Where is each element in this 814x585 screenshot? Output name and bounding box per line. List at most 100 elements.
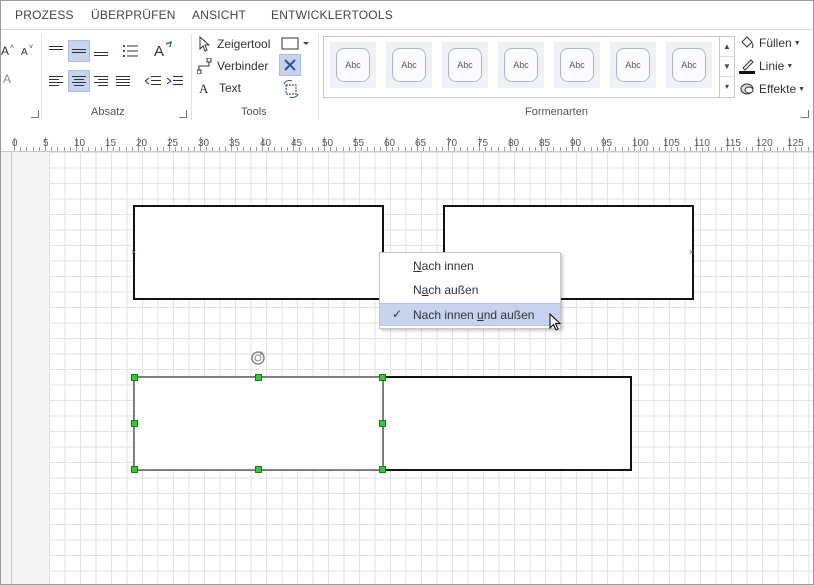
ruler-minor-tick: [373, 147, 375, 151]
gallery-scroll-down-icon[interactable]: ▼: [720, 57, 734, 77]
shape-style-thumb-2[interactable]: Abc: [386, 42, 432, 88]
fill-dropdown-button[interactable]: Füllen ▼: [739, 33, 809, 53]
chevron-down-icon: ▼: [786, 62, 794, 70]
text-tool-button[interactable]: A Text: [197, 78, 277, 98]
ruler-label: 85: [539, 138, 551, 149]
ruler-major-tick: [789, 137, 790, 151]
ruler-major-tick: [758, 137, 759, 151]
absatz-group-launcher[interactable]: [179, 110, 187, 118]
resize-handle-w[interactable]: [131, 420, 138, 427]
bullets-button[interactable]: [121, 40, 141, 62]
connector-tool-button[interactable]: Verbinder: [197, 56, 277, 76]
ruler-major-tick: [665, 137, 666, 151]
align-top-button[interactable]: [46, 40, 66, 62]
ruler-minor-tick: [441, 147, 443, 151]
rotate-icon: [283, 80, 299, 98]
resize-handle-n[interactable]: [255, 374, 262, 381]
tab-ueberpruefen[interactable]: ÜBERPRÜFEN: [91, 8, 176, 22]
ruler-minor-tick: [615, 147, 617, 151]
font-color-fragment: A: [3, 72, 12, 86]
pen-line-icon: [739, 59, 755, 74]
shape-style-thumb-7[interactable]: Abc: [666, 42, 712, 88]
resize-handle-se[interactable]: [379, 466, 386, 473]
ruler-major-tick: [448, 137, 449, 151]
connection-point-button[interactable]: [279, 54, 301, 76]
ruler-major-tick: [293, 137, 294, 151]
rectangle-shape-top-left[interactable]: [133, 205, 384, 300]
grow-font-icon: A˄: [1, 44, 14, 58]
ruler-minor-tick: [516, 147, 518, 151]
rotation-handle-icon[interactable]: [250, 350, 266, 366]
effects-label: Effekte: [759, 82, 797, 96]
ribbon: A˄ A˅ A A: [1, 29, 813, 123]
tab-ansicht[interactable]: ANSICHT: [192, 8, 247, 22]
line-dropdown-button[interactable]: Linie ▼: [739, 56, 809, 76]
align-center-button[interactable]: [68, 70, 90, 92]
effects-dropdown-button[interactable]: Effekte ▼: [739, 79, 809, 99]
ruler-label: 80: [508, 138, 520, 149]
align-middle-icon: [72, 49, 86, 53]
shape-style-thumb-3[interactable]: Abc: [442, 42, 488, 88]
resize-handle-ne[interactable]: [379, 374, 386, 381]
resize-handle-nw[interactable]: [131, 374, 138, 381]
ruler-minor-tick: [410, 147, 412, 151]
grow-font-button[interactable]: A˄: [1, 40, 17, 60]
shape-style-label: Abc: [392, 48, 426, 82]
ruler-minor-tick: [553, 147, 555, 151]
justify-button[interactable]: [113, 70, 133, 92]
text-direction-icon: A: [154, 41, 172, 59]
resize-handle-s[interactable]: [255, 466, 262, 473]
menu-item-nach-innen[interactable]: Nach innen: [380, 255, 560, 278]
group-separator: [191, 34, 192, 120]
ruler-minor-tick: [503, 147, 505, 151]
font-group-launcher[interactable]: [31, 110, 39, 118]
ruler-major-tick: [324, 137, 325, 151]
ruler-major-tick: [510, 137, 511, 151]
align-middle-button[interactable]: [68, 40, 90, 62]
tab-entwicklertools[interactable]: ENTWICKLERTOOLS: [271, 8, 393, 22]
increase-indent-button[interactable]: [165, 70, 185, 92]
shape-style-thumb-1[interactable]: Abc: [330, 42, 376, 88]
formenarten-group-launcher[interactable]: [801, 110, 809, 118]
shrink-font-button[interactable]: A˅: [20, 40, 36, 60]
tab-prozess[interactable]: PROZESS: [15, 8, 74, 22]
ruler-minor-tick: [392, 147, 394, 151]
ruler-major-tick: [696, 137, 697, 151]
shape-style-thumb-4[interactable]: Abc: [498, 42, 544, 88]
group-label-tools: Tools: [241, 106, 267, 118]
decrease-indent-button[interactable]: [143, 70, 163, 92]
shape-rectangle-dropdown[interactable]: [280, 36, 310, 52]
menu-item-label: Nach außen: [413, 283, 478, 297]
resize-handle-e[interactable]: [379, 420, 386, 427]
ruler-minor-tick: [677, 147, 679, 151]
ruler-minor-tick: [113, 147, 115, 151]
rectangle-shape-bottom-right[interactable]: [381, 376, 632, 471]
ruler-minor-tick: [652, 147, 654, 151]
align-bottom-button[interactable]: [91, 40, 111, 62]
group-label-formenarten: Formenarten: [525, 106, 588, 118]
gallery-more-icon[interactable]: ▾: [724, 82, 729, 91]
svg-text:A: A: [199, 81, 209, 95]
ruler-minor-tick: [745, 147, 747, 151]
align-left-button[interactable]: [46, 70, 66, 92]
ruler-label: 100: [632, 138, 649, 149]
context-menu: Nach innen Nach außen ✓ Nach innen und a…: [379, 252, 561, 329]
resize-handle-sw[interactable]: [131, 466, 138, 473]
menu-item-nach-innen-und-aussen[interactable]: ✓ Nach innen und außen: [380, 303, 560, 326]
ruler-minor-tick: [32, 147, 34, 151]
ruler-minor-tick: [218, 147, 220, 151]
shape-style-thumb-6[interactable]: Abc: [610, 42, 656, 88]
gallery-scroll-up-icon[interactable]: ▲: [720, 37, 734, 57]
ruler-minor-tick: [590, 147, 592, 151]
text-direction-button[interactable]: A: [151, 38, 175, 62]
align-right-button[interactable]: [91, 70, 111, 92]
shape-style-thumb-5[interactable]: Abc: [554, 42, 600, 88]
rotate-tool-button[interactable]: [280, 78, 302, 100]
pointer-tool-button[interactable]: Zeigertool: [197, 34, 277, 54]
line-label: Linie: [759, 59, 785, 73]
align-top-icon: [49, 46, 63, 50]
menu-item-nach-aussen[interactable]: Nach außen: [380, 279, 560, 302]
ruler-label: 15: [105, 138, 117, 149]
